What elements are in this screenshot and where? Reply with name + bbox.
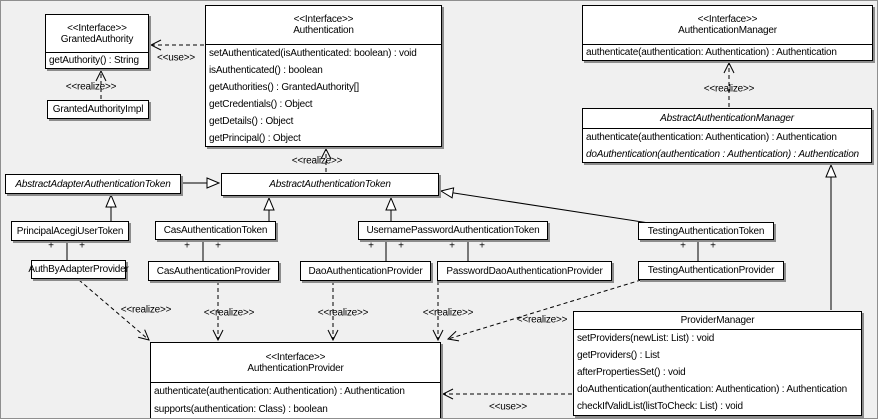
edge-realize-testingauthenticationprovider — [448, 279, 642, 339]
class-name: AbstractAdapterAuthenticationToken — [15, 178, 171, 190]
method: getDetails() : Object — [209, 116, 294, 127]
method: doAuthentication(authentication : Authen… — [586, 149, 859, 160]
class-name: TestingAuthenticationProvider — [647, 265, 775, 276]
class-name: AuthByAdapterProvider — [28, 264, 129, 275]
class-name: UsernamePasswordAuthenticationToken — [366, 225, 540, 236]
class-name: GrantedAuthorityImpl — [52, 104, 144, 115]
method: isAuthenticated() : boolean — [209, 65, 323, 76]
label-realize-abstractauthenticationmanager: <<realize>> — [703, 83, 755, 95]
class-auth-by-adapter-provider: AuthByAdapterProvider — [28, 260, 129, 279]
stereotype-label: <<Interface>> — [293, 14, 354, 25]
association-plus: + — [215, 240, 221, 252]
class-abstract-authentication-token: AbstractAuthenticationToken — [221, 173, 439, 196]
class-cas-authentication-token: CasAuthenticationToken — [155, 221, 276, 240]
class-cas-authentication-provider: CasAuthenticationProvider — [148, 261, 279, 281]
class-testing-authentication-token: TestingAuthenticationToken — [638, 222, 774, 240]
association-plus: + — [710, 240, 716, 252]
class-name: Authentication — [293, 25, 354, 36]
class-name: TestingAuthenticationToken — [647, 225, 765, 237]
class-authentication-provider: <<Interface>> AuthenticationProvider aut… — [150, 342, 441, 418]
method: authenticate(authentication: Authenticat… — [586, 47, 837, 58]
method: getPrincipal() : Object — [209, 133, 301, 144]
label-realize-testingauthenticationprovider: <<realize>> — [516, 314, 568, 326]
class-abstract-authentication-manager: AbstractAuthenticationManager authentica… — [582, 108, 872, 163]
association-plus: + — [479, 240, 485, 252]
method: authenticate(authentication: Authenticat… — [586, 132, 837, 143]
class-name: AuthenticationManager — [678, 25, 777, 36]
class-authentication-manager: <<Interface>> AuthenticationManager auth… — [582, 5, 873, 61]
class-name: AbstractAuthenticationToken — [269, 179, 391, 190]
label-realize-authbyadapterprovider: <<realize>> — [120, 304, 172, 316]
method: setProviders(newList: List) : void — [577, 333, 715, 344]
label-realize-abstractauthenticationtoken: <<realize>> — [291, 155, 343, 167]
class-username-password-authentication-token: UsernamePasswordAuthenticationToken — [358, 221, 548, 240]
class-name: CasAuthenticationProvider — [156, 265, 271, 277]
association-plus: + — [48, 240, 54, 252]
class-name: CasAuthenticationToken — [163, 225, 268, 236]
association-plus: + — [680, 240, 686, 252]
label-realize-passworddaoprovider: <<realize>> — [422, 307, 474, 319]
class-abstract-adapter-authentication-token: AbstractAdapterAuthenticationToken — [5, 174, 181, 194]
label-use-authentication-grantedauthority: <<use>> — [156, 52, 196, 64]
class-provider-manager: ProviderManager setProviders(newList: Li… — [573, 311, 862, 416]
class-name: ProviderManager — [680, 315, 755, 326]
class-dao-authentication-provider: DaoAuthenticationProvider — [300, 261, 431, 281]
method: getAuthorities() : GrantedAuthority[] — [209, 82, 359, 93]
class-name: DaoAuthenticationProvider — [308, 265, 423, 277]
method: authenticate(authentication: Authenticat… — [154, 386, 405, 397]
class-name: GrantedAuthority — [60, 33, 134, 45]
label-realize-casauthenticationprovider: <<realize>> — [203, 307, 255, 319]
class-principal-acegi-user-token: PrincipalAcegiUserToken — [11, 221, 129, 241]
association-plus: + — [368, 240, 374, 252]
association-plus: + — [184, 240, 190, 252]
class-granted-authority: <<Interface>> GrantedAuthority getAuthor… — [45, 14, 149, 69]
class-name: AbstractAuthenticationManager — [660, 113, 794, 124]
stereotype-label: <<Interface>> — [265, 351, 326, 363]
stereotype-label: <<Interface>> — [67, 22, 127, 34]
method: afterPropertiesSet() : void — [577, 367, 686, 378]
stereotype-label: <<Interface>> — [697, 14, 758, 25]
method: doAuthentication(authentication: Authent… — [577, 384, 847, 395]
class-name: PasswordDaoAuthenticationProvider — [446, 265, 603, 277]
association-plus: + — [79, 240, 85, 252]
edge-realize-authbyadapterprovider — [78, 279, 149, 340]
method: getProviders() : List — [577, 350, 660, 361]
label-realize-grantedauthorityimpl: <<realize>> — [65, 81, 117, 93]
method: checkIfValidList(listToCheck: List) : vo… — [577, 401, 743, 412]
method: setAuthenticated(isAuthenticated: boolea… — [209, 48, 417, 59]
label-use-providermanager: <<use>> — [488, 401, 528, 413]
class-testing-authentication-provider: TestingAuthenticationProvider — [638, 261, 784, 280]
label-realize-daoauthenticationprovider: <<realize>> — [317, 307, 369, 319]
method: supports(authentication: Class) : boolea… — [154, 404, 328, 415]
class-name: PrincipalAcegiUserToken — [16, 225, 124, 237]
edge-generalization-testingauthenticationtoken — [441, 191, 650, 224]
class-name: AuthenticationProvider — [247, 362, 344, 374]
method: getAuthority() : String — [49, 55, 139, 66]
association-plus: + — [398, 240, 404, 252]
association-plus: + — [449, 240, 455, 252]
class-authentication: <<Interface>> Authentication setAuthenti… — [205, 5, 442, 147]
method: getCredentials() : Object — [209, 99, 313, 110]
class-password-dao-authentication-provider: PasswordDaoAuthenticationProvider — [437, 261, 612, 281]
class-granted-authority-impl: GrantedAuthorityImpl — [47, 100, 149, 119]
